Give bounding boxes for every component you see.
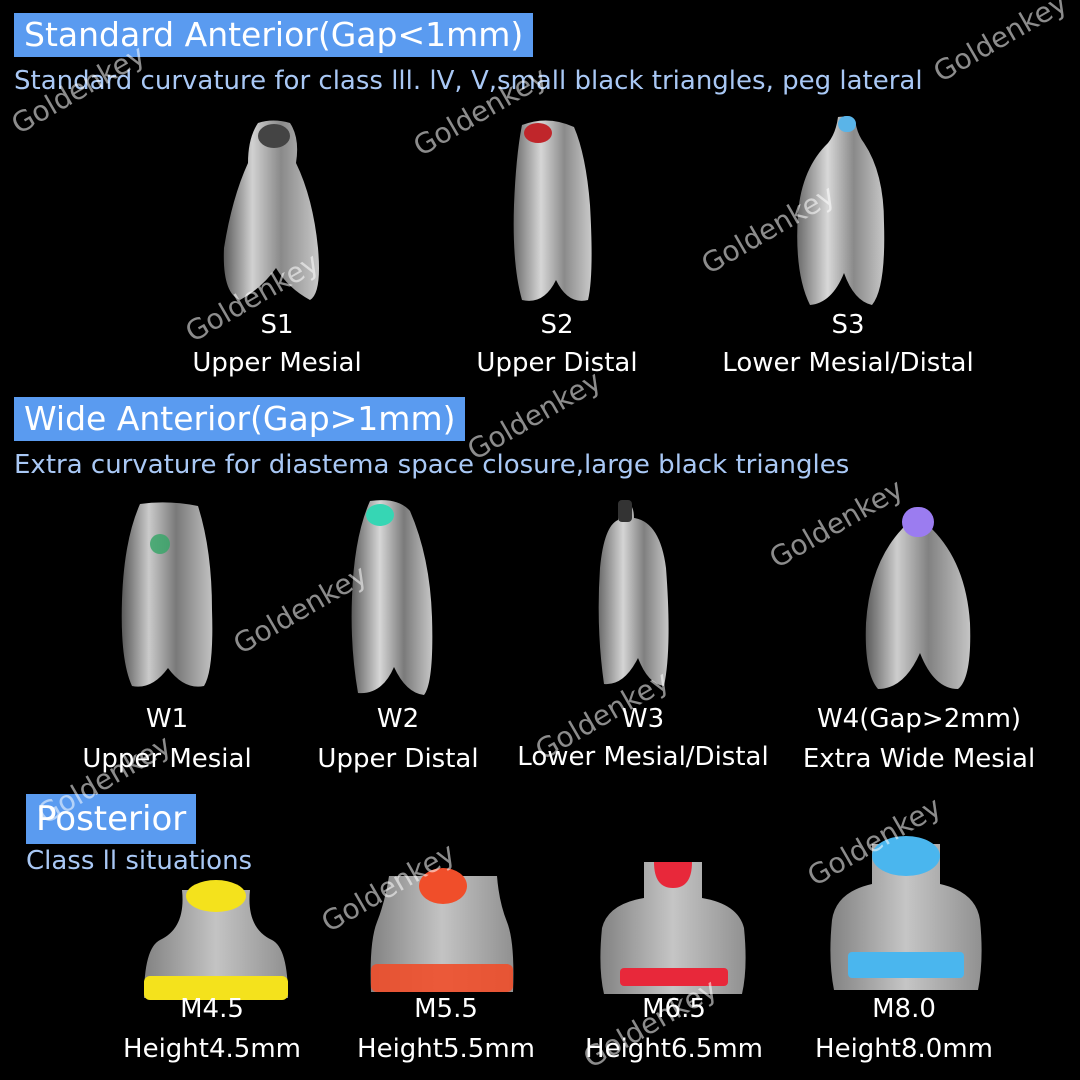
matrix-m6-5-code: M6.5 xyxy=(642,994,706,1024)
matrix-s2-code: S2 xyxy=(540,310,574,340)
matrix-w1-name: Upper Mesial xyxy=(82,744,252,774)
matrix-s1-code: S1 xyxy=(260,310,294,340)
matrix-w4-image xyxy=(862,503,974,691)
standard-section-title: Standard Anterior(Gap<1mm) xyxy=(14,13,534,57)
matrix-s3-code: S3 xyxy=(831,310,865,340)
posterior-section-description: Class ll situations xyxy=(26,846,253,876)
matrix-m4-5-code: M4.5 xyxy=(180,994,244,1024)
matrix-s1-name: Upper Mesial xyxy=(192,348,362,378)
wide-section-title: Wide Anterior(Gap>1mm) xyxy=(14,397,466,441)
matrix-m4-5-name: Height4.5mm xyxy=(123,1034,301,1064)
matrix-m4-5-image xyxy=(142,880,290,1006)
matrix-w3-image xyxy=(594,498,674,688)
posterior-section-title: Posterior xyxy=(26,794,197,844)
matrix-s1-image xyxy=(218,118,328,303)
matrix-s3-name: Lower Mesial/Distal xyxy=(722,348,974,378)
matrix-m8-0-name: Height8.0mm xyxy=(815,1034,993,1064)
matrix-w2-code: W2 xyxy=(376,704,420,734)
watermark: Goldenkey xyxy=(927,0,1073,89)
matrix-m8-0-code: M8.0 xyxy=(872,994,936,1024)
matrix-s3-image xyxy=(792,113,892,308)
matrix-w4-name: Extra Wide Mesial xyxy=(802,744,1036,774)
matrix-m5-5-image xyxy=(367,868,517,1000)
matrix-w3-code: W3 xyxy=(621,704,665,734)
matrix-w2-image xyxy=(348,497,436,697)
matrix-m5-5-code: M5.5 xyxy=(414,994,478,1024)
matrix-w4-code: W4(Gap>2mm) xyxy=(816,704,1022,734)
matrix-w3-name: Lower Mesial/Distal xyxy=(517,742,769,772)
matrix-m6-5-name: Height6.5mm xyxy=(585,1034,763,1064)
matrix-w1-image xyxy=(118,500,218,690)
matrix-s2-name: Upper Distal xyxy=(476,348,638,378)
matrix-m8-0-image xyxy=(826,836,986,996)
matrix-s2-image xyxy=(508,115,598,305)
matrix-m5-5-name: Height5.5mm xyxy=(357,1034,535,1064)
matrix-m6-5-image xyxy=(598,858,748,998)
matrix-w1-code: W1 xyxy=(145,704,189,734)
standard-section-description: Standard curvature for class lll. lV, V,… xyxy=(14,66,923,96)
matrix-w2-name: Upper Distal xyxy=(317,744,479,774)
wide-section-description: Extra curvature for diastema space closu… xyxy=(14,450,850,480)
